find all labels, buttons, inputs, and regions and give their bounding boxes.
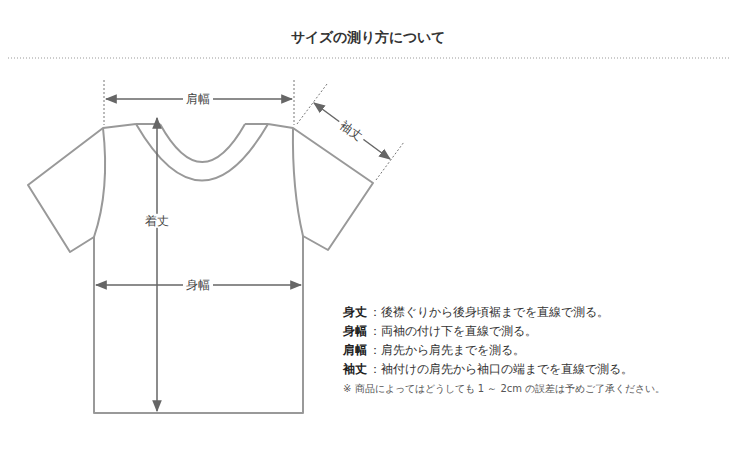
title-rule [8,58,729,59]
term-label: 袖丈 [343,362,367,376]
definition-text: ：両袖の付け下を直線で測る。 [369,324,537,338]
dimension-label: 身幅 [183,278,213,292]
definition-text: ：肩先から肩先までを測る。 [369,343,525,357]
dimension-label: 着丈 [142,214,172,228]
term-label: 肩幅 [343,343,367,357]
definition-text: ：袖付けの肩先から袖口の端までを直線で測る。 [369,362,633,376]
footnote: ※ 商品によってはどうしても 1 ～ 2cm の誤差は予めご了承ください。 [343,383,665,395]
dimension-label: 肩幅 [183,92,213,106]
dimension-arrows [96,99,390,411]
tshirt-outline [28,124,373,413]
term-label: 身幅 [343,324,367,338]
dimension-label: 袖丈 [335,116,368,145]
page-title: サイズの測り方について [291,29,445,46]
term-label: 身丈 [343,305,367,319]
definition-text: ：後襟ぐりから後身頃裾までを直線で測る。 [369,305,609,319]
extension-lines [104,80,404,180]
